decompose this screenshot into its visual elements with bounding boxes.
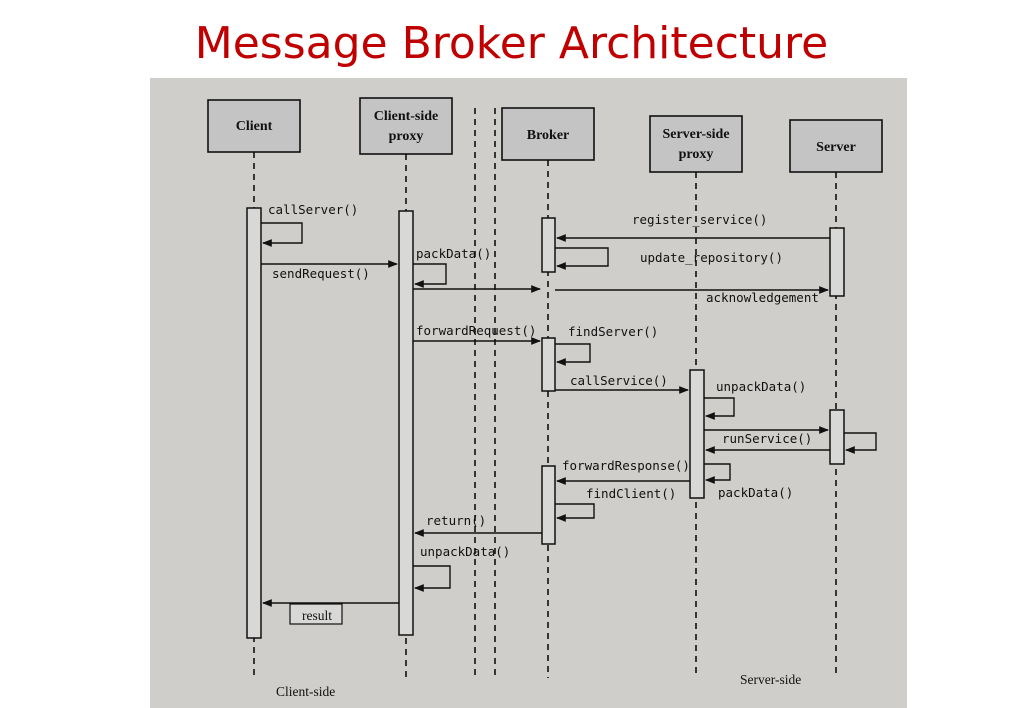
msg-unpackdata-1-arrow — [704, 397, 735, 420]
msg-packdata-2-label: packData() — [718, 485, 793, 500]
broker-activation-2 — [541, 337, 556, 392]
client-label: Client — [236, 119, 273, 134]
msg-unpackdata-1-label: unpackData() — [716, 379, 806, 394]
msg-server-self-arrow — [844, 432, 877, 454]
server-label: Server — [816, 140, 856, 155]
client-box — [207, 99, 301, 153]
client-side-proxy-box — [359, 97, 453, 155]
msg-result-label: result — [302, 608, 332, 623]
msg-sendrequest-label: sendRequest() — [272, 266, 370, 281]
broker-activation-1 — [541, 217, 556, 273]
msg-proxy-self-arrow — [704, 463, 731, 484]
msg-forwardresponse-label: forwardResponse() — [562, 458, 690, 473]
msg-findserver-arrow — [555, 343, 591, 366]
msg-return-label: return() — [426, 513, 486, 528]
broker-label: Broker — [527, 128, 570, 143]
msg-packdata-1-label: packData() — [416, 246, 491, 261]
msg-callserver-label: callServer() — [268, 202, 358, 217]
server-side-label: Server-side — [740, 672, 801, 687]
server-side-proxy-activation — [689, 369, 705, 499]
server-activation-1 — [829, 227, 845, 297]
server-side-proxy-box — [649, 115, 743, 173]
msg-acknowledgement-label: acknowledgement — [706, 290, 819, 305]
msg-findclient-label: findClient() — [586, 486, 676, 501]
client-side-proxy-activation — [398, 210, 414, 636]
msg-runservice-label: runService() — [722, 431, 812, 446]
slide-title: Message Broker Architecture — [194, 18, 829, 69]
client-side-proxy-label-1: Client-side — [374, 109, 439, 124]
msg-callserver-arrow — [261, 222, 303, 247]
msg-packdata-1-arrow — [413, 263, 447, 288]
msg-forwardrequest-label: forwardRequest() — [416, 323, 536, 338]
server-side-proxy-label-1: Server-side — [662, 127, 729, 142]
msg-findclient-arrow — [555, 503, 595, 522]
broker-box — [501, 107, 595, 161]
msg-findserver-label: findServer() — [568, 324, 658, 339]
client-activation — [246, 207, 262, 639]
sequence-diagram: Client Client-side proxy Broker Server-s… — [207, 97, 883, 699]
client-side-proxy-label-2: proxy — [389, 129, 424, 144]
msg-unpackdata-2-label: unpackData() — [420, 544, 510, 559]
client-side-label: Client-side — [276, 684, 335, 699]
server-activation-2 — [829, 409, 845, 465]
server-side-proxy-label-2: proxy — [679, 147, 714, 162]
msg-register-service-label: register_service() — [632, 212, 767, 227]
msg-callservice-label: callService() — [570, 373, 668, 388]
broker-activation-3 — [541, 465, 556, 545]
msg-unpackdata-2-arrow — [413, 565, 451, 592]
msg-update-repository-label: update_repository() — [640, 250, 783, 265]
result-box — [289, 603, 343, 625]
sequence-diagram-photo: Client Client-side proxy Broker Server-s… — [150, 78, 907, 708]
msg-update-repository-arrow — [555, 247, 609, 270]
